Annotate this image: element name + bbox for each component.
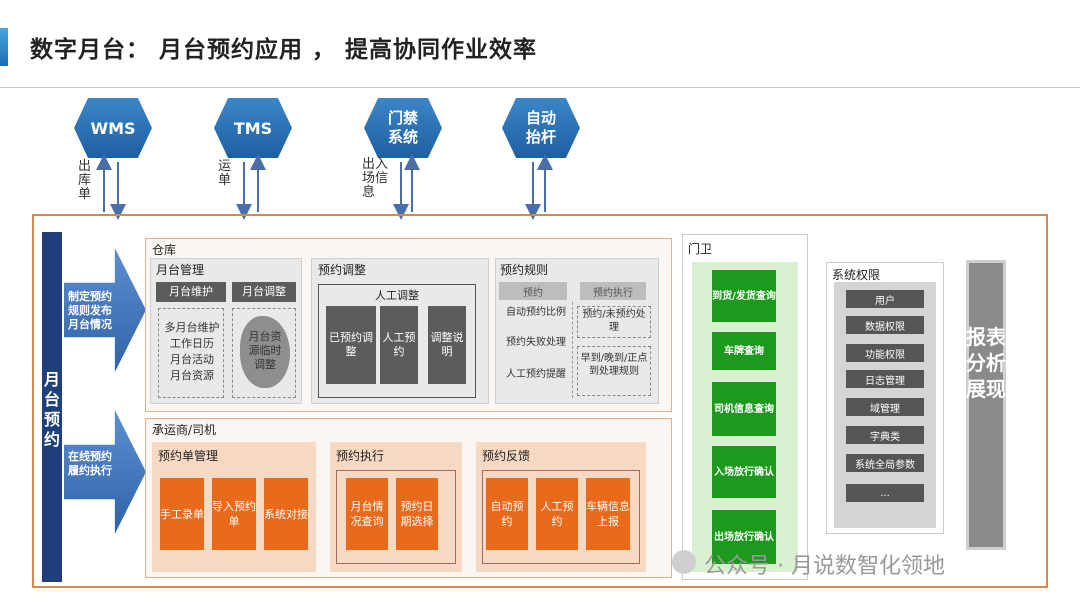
system-wms: WMS bbox=[74, 98, 152, 158]
import-order-button[interactable]: 导入预约单 bbox=[212, 478, 256, 550]
temp-adjust-label: 月台资源临时调整 bbox=[248, 330, 282, 371]
platform-item: 多月台维护 bbox=[164, 321, 220, 334]
permissions-label: 系统权限 bbox=[832, 268, 881, 282]
platform-mgmt-title: 月台管理 bbox=[156, 263, 205, 277]
arrival-query-button[interactable]: 到货/发货查询 bbox=[712, 270, 776, 322]
title-accent-bar bbox=[0, 28, 8, 66]
platform-item: 月台活动 bbox=[170, 353, 214, 366]
tab-booking[interactable]: 预约 bbox=[499, 282, 567, 300]
manual-booking-feedback-button[interactable]: 人工预约 bbox=[536, 478, 578, 550]
platform-item: 月台资源 bbox=[170, 369, 214, 382]
manual-adjust-box bbox=[318, 284, 476, 398]
platform-query-button[interactable]: 月台情况查询 bbox=[346, 478, 388, 550]
left-bar bbox=[42, 232, 62, 582]
perm-function[interactable]: 功能权限 bbox=[846, 344, 924, 362]
execution-title: 预约执行 bbox=[336, 449, 385, 463]
tab-booking-execution[interactable]: 预约执行 bbox=[580, 282, 646, 300]
arrow-online-booking-label: 在线预约履约执行 bbox=[68, 450, 112, 477]
plate-query-button[interactable]: 车牌查询 bbox=[712, 332, 776, 370]
booked-adjust-button[interactable]: 已预约调整 bbox=[326, 306, 376, 384]
auto-booking-button[interactable]: 自动预约 bbox=[486, 478, 528, 550]
system-link-arrows bbox=[96, 154, 553, 220]
gate-label: 门卫 bbox=[688, 242, 713, 256]
page-title: 数字月台： 月台预约应用 ， 提高协同作业效率 bbox=[30, 37, 538, 63]
perm-data[interactable]: 数据权限 bbox=[846, 316, 924, 334]
report-bar bbox=[966, 260, 1006, 550]
perm-user[interactable]: 用户 bbox=[846, 290, 924, 308]
watermark: 公众号 · 月说数智化领地 bbox=[704, 554, 945, 579]
left-bar-label: 月台预约 bbox=[43, 370, 60, 449]
gate-flow-label: 出入场信息 bbox=[362, 157, 389, 200]
perm-log[interactable]: 日志管理 bbox=[846, 370, 924, 388]
booking-rules-title: 预约规则 bbox=[500, 263, 549, 277]
vehicle-report-button[interactable]: 车辆信息上报 bbox=[586, 478, 630, 550]
arrow-publish-rules-label: 制定预约规则发布月台情况 bbox=[68, 290, 112, 331]
wms-flow-label: 出库单 bbox=[78, 159, 92, 202]
feedback-inner-frame bbox=[482, 470, 640, 564]
entry-confirm-button[interactable]: 入场放行确认 bbox=[712, 446, 776, 498]
adjust-note-button[interactable]: 调整说明 bbox=[428, 306, 466, 384]
system-integration-button[interactable]: 系统对接 bbox=[264, 478, 308, 550]
temp-adjust-blob bbox=[240, 316, 290, 388]
manual-adjust-title: 人工调整 bbox=[375, 289, 419, 302]
manual-booking-button[interactable]: 人工预约 bbox=[380, 306, 418, 384]
rule-exec-item: 预约/未预约处理 bbox=[582, 309, 646, 333]
title-divider bbox=[0, 87, 1080, 88]
perm-global-params[interactable]: 系统全局参数 bbox=[846, 454, 924, 472]
platform-items-box bbox=[158, 308, 224, 398]
exit-confirm-button[interactable]: 出场放行确认 bbox=[712, 510, 776, 564]
perm-more[interactable]: ... bbox=[846, 484, 924, 502]
tab-platform-maintenance[interactable]: 月台维护 bbox=[156, 282, 226, 302]
tms-flow-label: 运单 bbox=[218, 159, 232, 188]
driver-query-button[interactable]: 司机信息查询 bbox=[712, 382, 776, 436]
rule-item: 自动预约比例 bbox=[506, 307, 566, 318]
main-frame bbox=[32, 214, 1048, 588]
rule-item: 人工预约提醒 bbox=[506, 369, 566, 380]
rule-exec-item: 早到/晚到/正点到处理规则 bbox=[580, 353, 648, 377]
rules-divider bbox=[572, 302, 573, 398]
platform-adjust-box bbox=[232, 308, 296, 398]
perm-domain[interactable]: 域管理 bbox=[846, 398, 924, 416]
warehouse-label: 仓库 bbox=[152, 243, 177, 257]
manual-entry-button[interactable]: 手工录单 bbox=[160, 478, 204, 550]
date-select-button[interactable]: 预约日期选择 bbox=[396, 478, 438, 550]
report-label: 报表分析展现 bbox=[966, 325, 1006, 401]
system-auto-barrier: 自动抬杆 bbox=[502, 98, 580, 158]
order-mgmt-title: 预约单管理 bbox=[158, 449, 219, 463]
platform-item: 工作日历 bbox=[170, 337, 214, 350]
wechat-icon bbox=[672, 550, 696, 574]
tab-platform-adjust[interactable]: 月台调整 bbox=[232, 282, 296, 302]
rule-exec-box-2 bbox=[577, 346, 651, 396]
system-tms: TMS bbox=[214, 98, 292, 158]
carrier-label: 承运商/司机 bbox=[152, 423, 217, 437]
system-access-control: 门禁系统 bbox=[364, 98, 442, 158]
rule-item: 预约失败处理 bbox=[506, 337, 566, 348]
perm-dictionary[interactable]: 字典类 bbox=[846, 426, 924, 444]
booking-adjust-title: 预约调整 bbox=[318, 263, 367, 277]
rule-exec-box-1 bbox=[577, 306, 651, 338]
feedback-title: 预约反馈 bbox=[482, 449, 531, 463]
execution-inner-frame bbox=[336, 470, 456, 564]
